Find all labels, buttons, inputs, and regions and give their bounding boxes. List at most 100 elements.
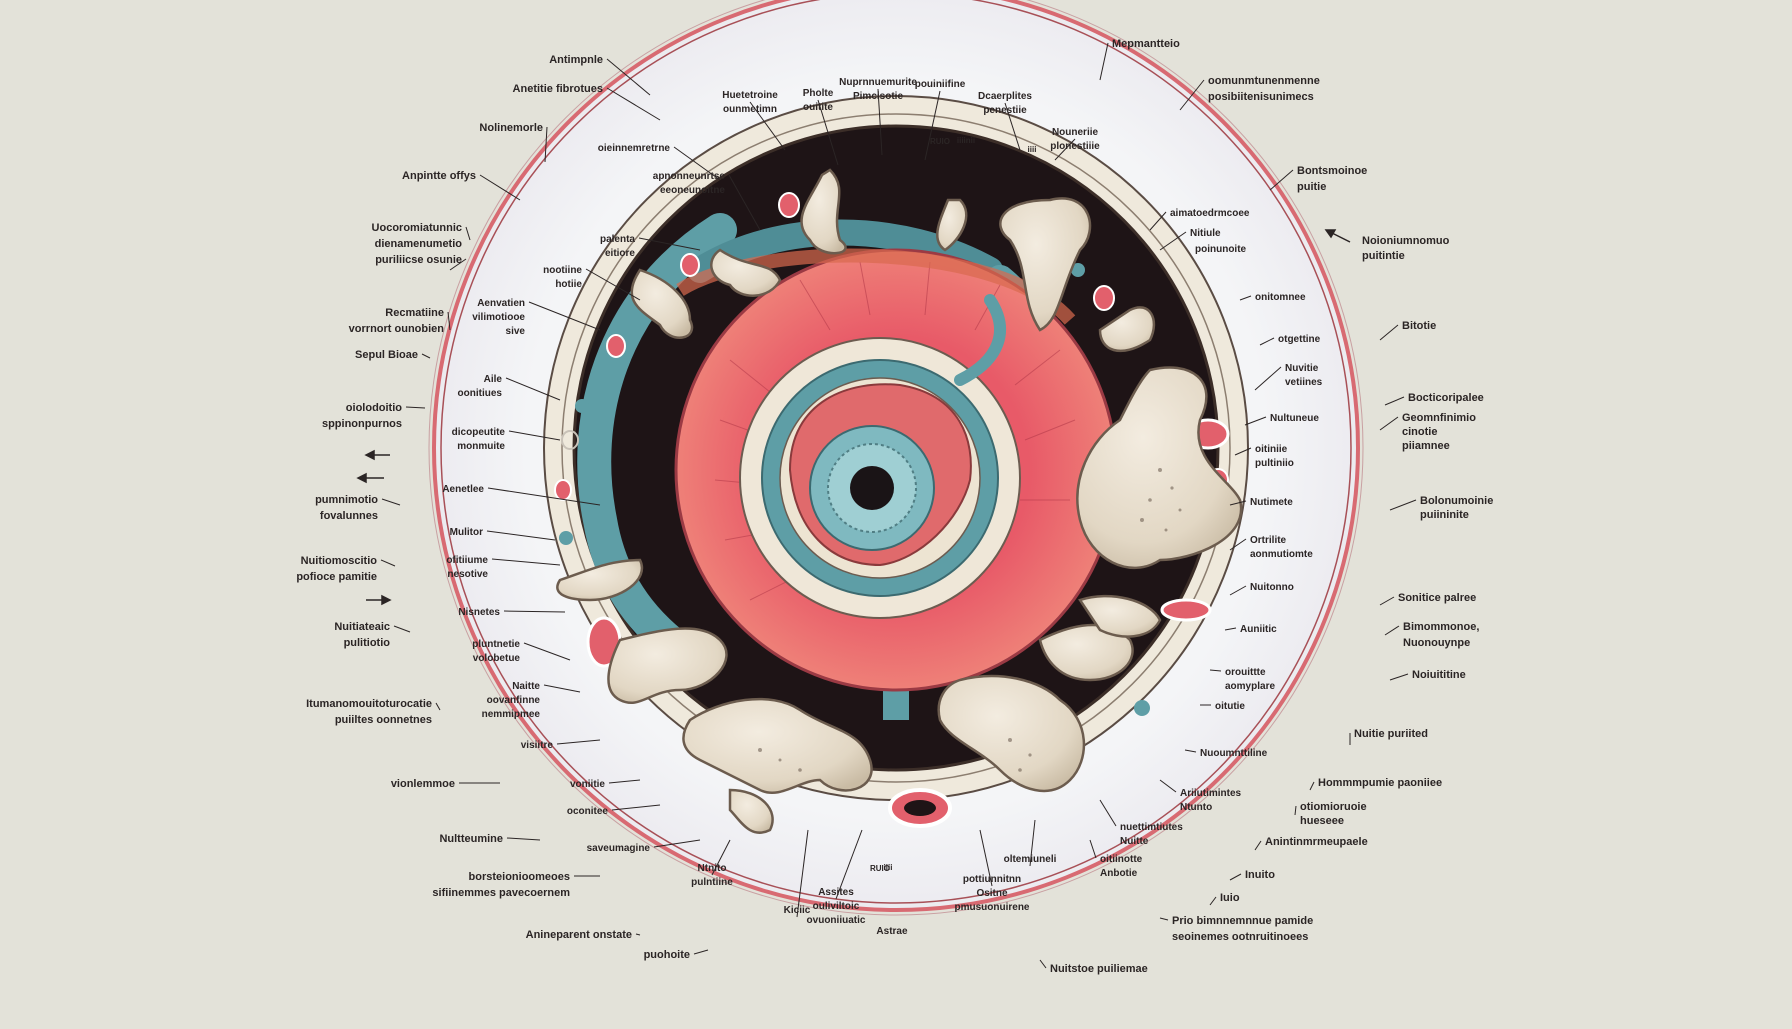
right-label-1: oomunmtunenmenne	[1208, 75, 1320, 87]
right-label-20: otiomioruoie	[1300, 801, 1367, 813]
inner-leader-line-7	[1004, 102, 1021, 151]
inner-leader-line-0	[749, 101, 786, 151]
inner-leader-line-4	[877, 88, 883, 156]
inner-label-45: Astrae	[876, 926, 908, 937]
inner-leader-line-25	[487, 487, 601, 506]
inner-label-9: Nouneriie	[1052, 127, 1099, 138]
inner-label-24: monmuite	[457, 441, 505, 452]
left-leader-line-12	[381, 498, 401, 506]
inner-label-38: saveumagine	[587, 843, 651, 854]
inner-leader-line-23	[508, 430, 561, 441]
left-label-22: borsteionioomeoes	[469, 871, 570, 883]
inner-leader-line-60	[1224, 627, 1237, 631]
right-label-27: Nuitstoe puiliemae	[1050, 963, 1148, 975]
inner-label-21: Aile	[484, 374, 503, 385]
inner-leader-line-42	[835, 829, 863, 900]
left-leader-line-7	[447, 311, 451, 331]
inner-label-22: oonitiues	[458, 388, 503, 399]
inner-label-41: Kiciic	[784, 905, 811, 916]
right-label-15: Bimommonoe,	[1403, 621, 1479, 633]
right-leader-line-24	[1209, 896, 1217, 906]
left-leader-line-6	[449, 258, 467, 271]
right-label-6: puitintie	[1362, 250, 1405, 262]
right-leader-line-19	[1309, 781, 1315, 791]
central-canal	[850, 466, 894, 510]
inner-label-46: pottiunnitnn	[963, 874, 1021, 885]
left-label-15: pofioce pamitie	[296, 571, 377, 583]
inner-label-17: hotiie	[555, 279, 582, 290]
left-label-4: Uocoromiatunnic	[372, 222, 462, 234]
left-leader-line-18	[435, 702, 441, 711]
inner-leader-line-46	[979, 829, 993, 887]
inner-label-37: oconitee	[567, 806, 609, 817]
inner-label-59: aomyplare	[1225, 681, 1275, 692]
left-label-18: Itumanomouitoturocatie	[306, 698, 432, 710]
right-label-23: Inuito	[1245, 869, 1275, 881]
right-label-17: Noiuititine	[1412, 669, 1466, 681]
inner-label-29: Nisnetes	[458, 607, 500, 618]
inner-leader-line-37	[611, 804, 661, 811]
inner-leader-line-68	[1254, 366, 1282, 391]
inner-leader-line-56	[1184, 749, 1197, 753]
inner-leader-line-62	[1229, 538, 1247, 551]
inner-label-13: eeoneunoitne	[660, 185, 725, 196]
teal-duct-curve	[954, 294, 1006, 386]
inner-label-57: oitutie	[1215, 701, 1245, 712]
outer-ring-inner-line	[440, 0, 1352, 904]
left-label-10: oiolodoitio	[346, 402, 402, 414]
right-leader-line-17	[1389, 673, 1409, 681]
inner-leader-line-12	[728, 174, 761, 231]
inner-label-72: aimatoedrmcoee	[1170, 208, 1250, 219]
left-label-21: Nultteumine	[439, 833, 503, 845]
inner-leader-line-72	[1149, 211, 1167, 231]
inner-label-69: vetiines	[1285, 377, 1323, 388]
right-label-10: cinotie	[1402, 426, 1437, 438]
left-label-5: dienamenumetio	[375, 238, 463, 250]
left-leader-line-16	[393, 625, 411, 633]
right-label-13: puiininite	[1420, 509, 1469, 521]
inner-label-42: Assites	[818, 887, 854, 898]
inner-leader-line-61	[1229, 585, 1247, 596]
inner-label-50: oitiinotte	[1100, 854, 1143, 865]
right-label-26: seoinemes ootnruitinoees	[1172, 931, 1308, 943]
inner-label-19: vilimotiooe	[472, 312, 525, 323]
right-leader-line-22	[1254, 840, 1262, 851]
left-leader-line-10	[405, 406, 426, 409]
inner-label-51: Anbotie	[1100, 868, 1138, 879]
inner-label-11: oieinnemretrne	[598, 143, 671, 154]
inner-label-12: apnonneunrtse	[653, 171, 726, 182]
inner-label-4: Nuprnnuemurite	[839, 77, 917, 88]
left-label-25: puohoite	[644, 949, 690, 961]
left-label-3: Anpintte offys	[402, 170, 476, 182]
inner-label-44: ovuoniiuatic	[807, 915, 866, 926]
bone-processes	[556, 168, 1243, 834]
right-label-12: Bolonumoinie	[1420, 495, 1493, 507]
inner-label-26: Mulitor	[450, 527, 483, 538]
inner-label-8: penestiie	[983, 105, 1027, 116]
left-label-1: Anetitie fibrotues	[513, 83, 603, 95]
inner-leader-line-38	[653, 839, 701, 848]
inner-label-48: pmusuonuirene	[954, 902, 1029, 913]
inner-label-18: Aenvatien	[477, 298, 525, 309]
left-label-14: Nuitiomoscitio	[301, 555, 378, 567]
inner-label-36: voniitie	[570, 779, 605, 790]
right-label-5: Noioniumnomuo	[1362, 235, 1450, 247]
right-leader-line-9	[1379, 416, 1399, 431]
inner-label-66: pultiniio	[1255, 458, 1294, 469]
inner-label-52: nuettimtiutes	[1120, 822, 1183, 833]
inner-label-0: Huetetroine	[722, 90, 778, 101]
inner-label-27: ofitiiume	[446, 555, 488, 566]
left-leader-line-4	[465, 226, 471, 241]
inner-label-14: palenta	[600, 234, 635, 245]
inner-leader-line-65	[1234, 447, 1252, 456]
left-label-9: Sepul Bioae	[355, 349, 418, 361]
left-label-11: sppinonpurnos	[322, 418, 402, 430]
inner-label-2: Pholte	[803, 88, 834, 99]
inner-label-74: poinunoite	[1195, 244, 1247, 255]
inner-label-3: ouitite	[803, 102, 833, 113]
inner-label-73: Nitiule	[1190, 228, 1221, 239]
inner-label-20: sive	[506, 326, 526, 337]
inner-leader-line-21	[505, 377, 561, 401]
